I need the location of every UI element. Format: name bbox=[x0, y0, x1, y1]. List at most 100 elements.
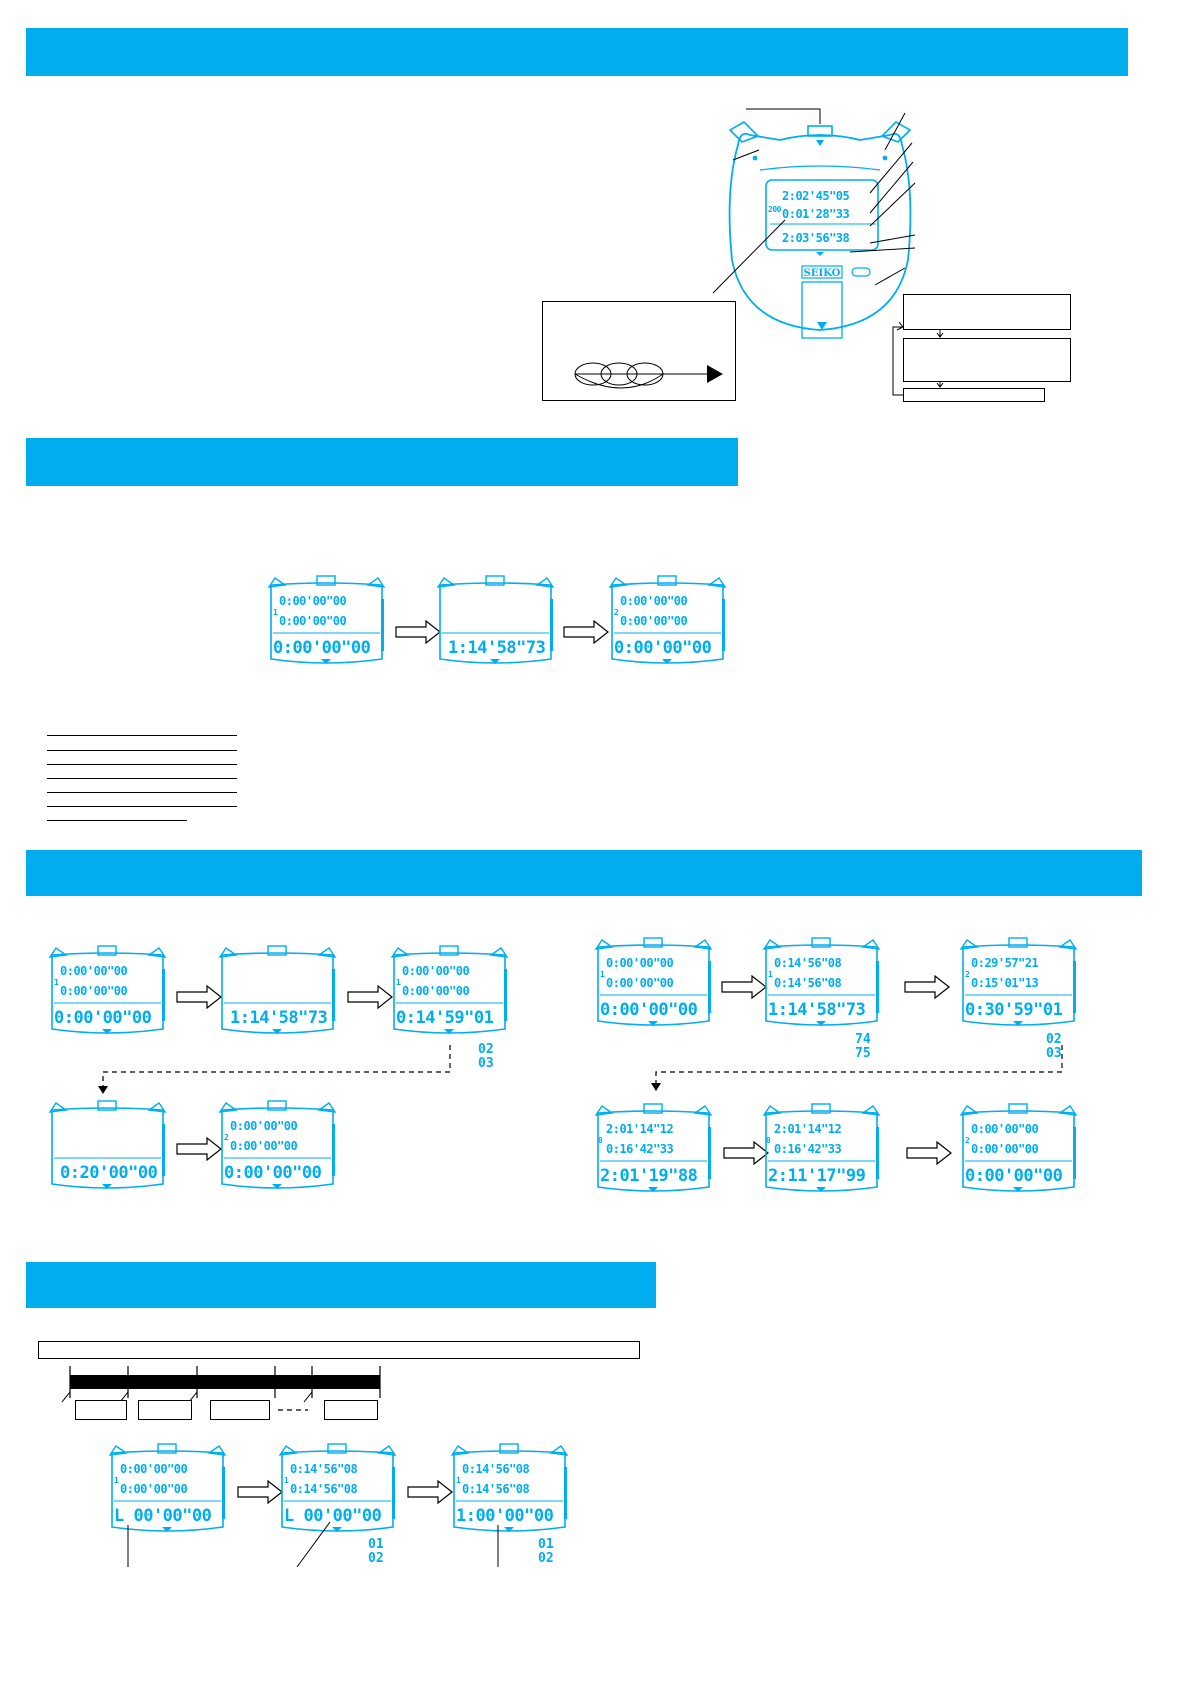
lcd-readout: 0:29'57"21 bbox=[971, 956, 1039, 970]
hero-row-2: 0:01'28"33 bbox=[782, 207, 850, 221]
lcd-readout: 01 bbox=[538, 1537, 554, 1552]
lcd-readout: 0:14'56"08 bbox=[462, 1482, 530, 1496]
lcd-readout: 0:14'56"08 bbox=[290, 1482, 358, 1496]
lcd-readout: 0:00'00"00 bbox=[402, 964, 470, 978]
s2-watch-2: 1:14'58"73 bbox=[434, 575, 557, 670]
lcd-readout: 0:00'00"00 bbox=[620, 614, 688, 628]
s3r-watch-1: 1 0:00'00"00 0:00'00"00 0:00'00"00 bbox=[592, 937, 715, 1032]
lcd-readout: 75 bbox=[855, 1046, 871, 1061]
lcd-readout: 0:00'00"00 bbox=[614, 638, 712, 658]
s3l-extra-values: 02 03 bbox=[478, 1043, 494, 1071]
lcd-readout: 1 bbox=[456, 1476, 461, 1485]
hero-stopwatch: 2:02'45"05 0:01'28"33 2:03'56"38 200 SEI… bbox=[720, 100, 920, 350]
lcd-readout: 8 bbox=[766, 1136, 771, 1145]
lcd-readout: 1:00'00"00 bbox=[456, 1506, 554, 1526]
lcd-readout: 1 bbox=[284, 1476, 289, 1485]
section-header-band-3 bbox=[26, 850, 1142, 896]
s3r-arrow-3 bbox=[722, 1141, 770, 1165]
lcd-readout: 2 bbox=[965, 1136, 970, 1145]
s3r-arrow-4 bbox=[905, 1141, 953, 1165]
s2-arrow-1 bbox=[394, 620, 442, 644]
lcd-readout: 0:00'00"00 bbox=[230, 1139, 298, 1153]
s4-arrow-1 bbox=[236, 1480, 284, 1504]
s3l-watch-3: 1 0:00'00"00 0:00'00"00 0:14'59"01 bbox=[388, 945, 511, 1040]
list-line-6 bbox=[47, 806, 237, 807]
list-line-4 bbox=[47, 778, 237, 779]
lcd-readout: 1 bbox=[396, 978, 401, 987]
lcd-readout: 0:00'00"00 bbox=[120, 1462, 188, 1476]
lcd-readout: L 00'00"00 bbox=[114, 1506, 212, 1526]
lcd-readout: 0:00'00"00 bbox=[224, 1163, 322, 1183]
lcd-readout: 74 bbox=[855, 1032, 871, 1047]
lcd-readout: 0:00'00"00 bbox=[620, 594, 688, 608]
lcd-readout: 02 bbox=[538, 1551, 554, 1566]
timeline-ticks bbox=[61, 1366, 381, 1411]
s4-extra-values-2: 01 02 bbox=[538, 1538, 554, 1566]
lcd-readout: 0:00'00"00 bbox=[402, 984, 470, 998]
lcd-readout: 0:14'56"08 bbox=[290, 1462, 358, 1476]
lcd-readout: 0:14'56"08 bbox=[774, 956, 842, 970]
lcd-readout: 0:00'00"00 bbox=[606, 976, 674, 990]
s3r-watch-5: 8 2:01'14"12 0:16'42"33 2:11'17"99 bbox=[760, 1103, 883, 1198]
memory-diagram-box bbox=[542, 301, 736, 401]
lcd-readout: 0:15'01"13 bbox=[971, 976, 1039, 990]
section-header-band-1 bbox=[26, 28, 1128, 76]
list-line-5 bbox=[47, 792, 237, 793]
s3l-watch-1: 1 0:00'00"00 0:00'00"00 0:00'00"00 bbox=[46, 945, 169, 1040]
lcd-readout: 2:01'14"12 bbox=[774, 1122, 842, 1136]
list-line-3 bbox=[47, 764, 237, 765]
brand-label: SEIKO bbox=[804, 268, 841, 279]
list-line-7 bbox=[47, 820, 187, 821]
timeline-label-2 bbox=[138, 1400, 192, 1420]
lcd-readout: 0:14'56"08 bbox=[462, 1462, 530, 1476]
lcd-readout: 0:00'00"00 bbox=[279, 594, 347, 608]
lcd-readout: 2 bbox=[965, 970, 970, 979]
lcd-readout: 2 bbox=[224, 1133, 229, 1142]
list-line-2 bbox=[47, 750, 237, 751]
section-header-band-4 bbox=[26, 1262, 656, 1308]
s3r-watch-4: 8 2:01'14"12 0:16'42"33 2:01'19"88 bbox=[592, 1103, 715, 1198]
s3r-watch-3: 2 0:29'57"21 0:15'01"13 0:30'59"01 bbox=[957, 937, 1080, 1032]
s3r-arrow-2 bbox=[903, 975, 951, 999]
s4-arrow-2 bbox=[406, 1480, 454, 1504]
s3l-arrow-3 bbox=[175, 1137, 223, 1161]
lcd-readout: 1 bbox=[768, 970, 773, 979]
lcd-readout: 1:14'58"73 bbox=[448, 638, 546, 658]
timeline-label-1 bbox=[75, 1400, 127, 1420]
s3l-watch-2: 1:14'58"73 bbox=[216, 945, 339, 1040]
lcd-readout: 02 bbox=[478, 1042, 494, 1057]
lcd-readout: 1 bbox=[273, 608, 278, 617]
s3r-extra-values-1: 74 75 bbox=[855, 1033, 871, 1061]
lcd-readout: 8 bbox=[598, 1136, 603, 1145]
lcd-readout: 0:14'56"08 bbox=[774, 976, 842, 990]
lcd-readout: 01 bbox=[368, 1537, 384, 1552]
lcd-readout: 2 bbox=[614, 608, 619, 617]
s4-leader-lines bbox=[127, 1521, 499, 1568]
lcd-readout: 0:14'59"01 bbox=[396, 1008, 494, 1028]
s2-arrow-2 bbox=[562, 620, 610, 644]
lcd-readout: 0:00'00"00 bbox=[600, 1000, 698, 1020]
s3r-extra-values-2: 02 03 bbox=[1046, 1033, 1062, 1061]
lcd-readout: 0:00'00"00 bbox=[54, 1008, 152, 1028]
lcd-readout: 0:00'00"00 bbox=[279, 614, 347, 628]
s3l-watch-4: 0:20'00"00 bbox=[46, 1100, 169, 1195]
s3l-watch-5: 2 0:00'00"00 0:00'00"00 0:00'00"00 bbox=[216, 1100, 339, 1195]
lcd-readout: 0:00'00"00 bbox=[230, 1119, 298, 1133]
s4-watch-2: 1 0:14'56"08 0:14'56"08 L 00'00"00 bbox=[276, 1443, 399, 1538]
lcd-readout: 0:00'00"00 bbox=[273, 638, 371, 658]
lcd-readout: 0:20'00"00 bbox=[60, 1163, 158, 1183]
hero-row-1: 2:02'45"05 bbox=[782, 189, 850, 203]
timeline-bar bbox=[70, 1375, 380, 1389]
hero-row-3: 2:03'56"38 bbox=[782, 231, 850, 245]
lcd-readout: 1 bbox=[114, 1476, 119, 1485]
lcd-readout: 0:00'00"00 bbox=[965, 1166, 1063, 1186]
lcd-readout: 02 bbox=[1046, 1032, 1062, 1047]
flow-box-1 bbox=[903, 294, 1071, 330]
timeline-label-4 bbox=[324, 1400, 378, 1420]
lcd-readout: 0:00'00"00 bbox=[60, 984, 128, 998]
lcd-readout: 0:16'42"33 bbox=[606, 1142, 674, 1156]
lcd-readout: 0:30'59"01 bbox=[965, 1000, 1063, 1020]
lcd-readout: 02 bbox=[368, 1551, 384, 1566]
lcd-readout: 0:00'00"00 bbox=[606, 956, 674, 970]
list-line-1 bbox=[47, 735, 237, 736]
